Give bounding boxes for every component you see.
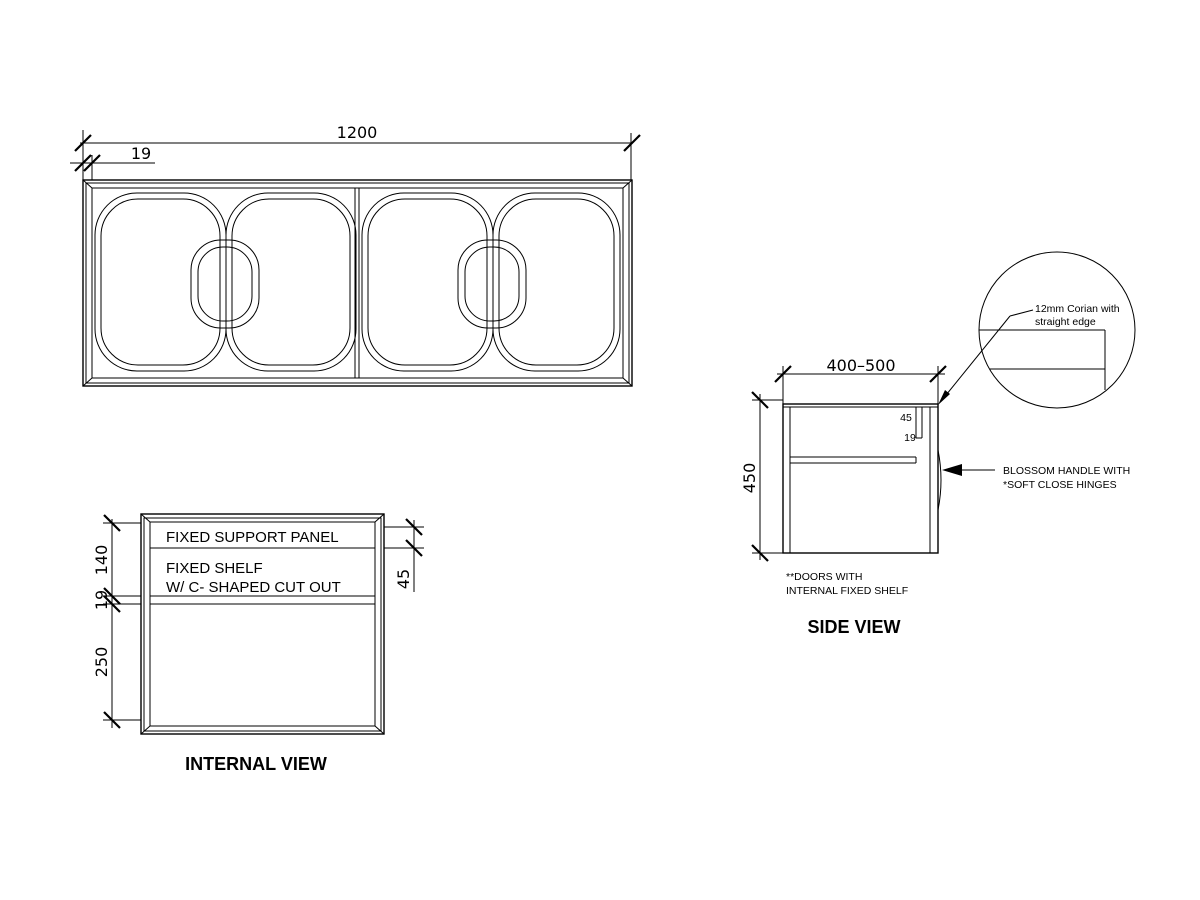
cabinet-front: [82, 179, 633, 387]
dim-top-19-label: 19: [904, 432, 916, 444]
front-view: 1200 19: [70, 123, 641, 387]
dim-panel-label: 45: [394, 569, 413, 589]
dim-shelf-label: 19: [92, 590, 111, 610]
dim-depth-label: 400–500: [826, 356, 895, 375]
dim-side-panel-label: 19: [131, 144, 151, 163]
note-line2: INTERNAL FIXED SHELF: [786, 585, 908, 597]
dim-right-panel: 45: [384, 518, 424, 592]
blossom-pattern: [94, 192, 621, 372]
callout-corian-line1: 12mm Corian with: [1035, 303, 1120, 315]
internal-cabinet: [140, 513, 385, 735]
handle-callout: [942, 464, 995, 476]
callout-handle-line2: *SOFT CLOSE HINGES: [1003, 479, 1117, 491]
dim-side-panel: 19: [70, 144, 155, 180]
detail-circle: [938, 251, 1136, 409]
callout-corian-line2: straight edge: [1035, 316, 1096, 328]
dim-width-label: 1200: [337, 123, 378, 142]
dim-top-45-label: 45: [900, 412, 912, 424]
label-support-panel: FIXED SUPPORT PANEL: [166, 529, 339, 546]
dim-bottom-label: 250: [92, 647, 111, 678]
dim-depth: 400–500: [774, 356, 947, 404]
dim-width: 1200: [74, 123, 641, 180]
internal-view: FIXED SUPPORT PANEL FIXED SHELF W/ C- SH…: [92, 513, 424, 774]
dim-top-label: 140: [92, 545, 111, 576]
side-view-title: SIDE VIEW: [807, 617, 900, 637]
side-cabinet: [782, 403, 942, 554]
label-shelf-line1: FIXED SHELF: [166, 560, 263, 577]
callout-handle-line1: BLOSSOM HANDLE WITH: [1003, 465, 1130, 477]
dim-left-chain: 140 19 250: [92, 514, 141, 729]
note-line1: **DOORS WITH: [786, 571, 862, 583]
side-view: 400–500 450 45 19: [740, 251, 1136, 637]
dim-height: 450: [740, 391, 783, 562]
dim-height-label: 450: [740, 463, 759, 494]
label-shelf-line2: W/ C- SHAPED CUT OUT: [166, 579, 341, 596]
internal-view-title: INTERNAL VIEW: [185, 754, 327, 774]
